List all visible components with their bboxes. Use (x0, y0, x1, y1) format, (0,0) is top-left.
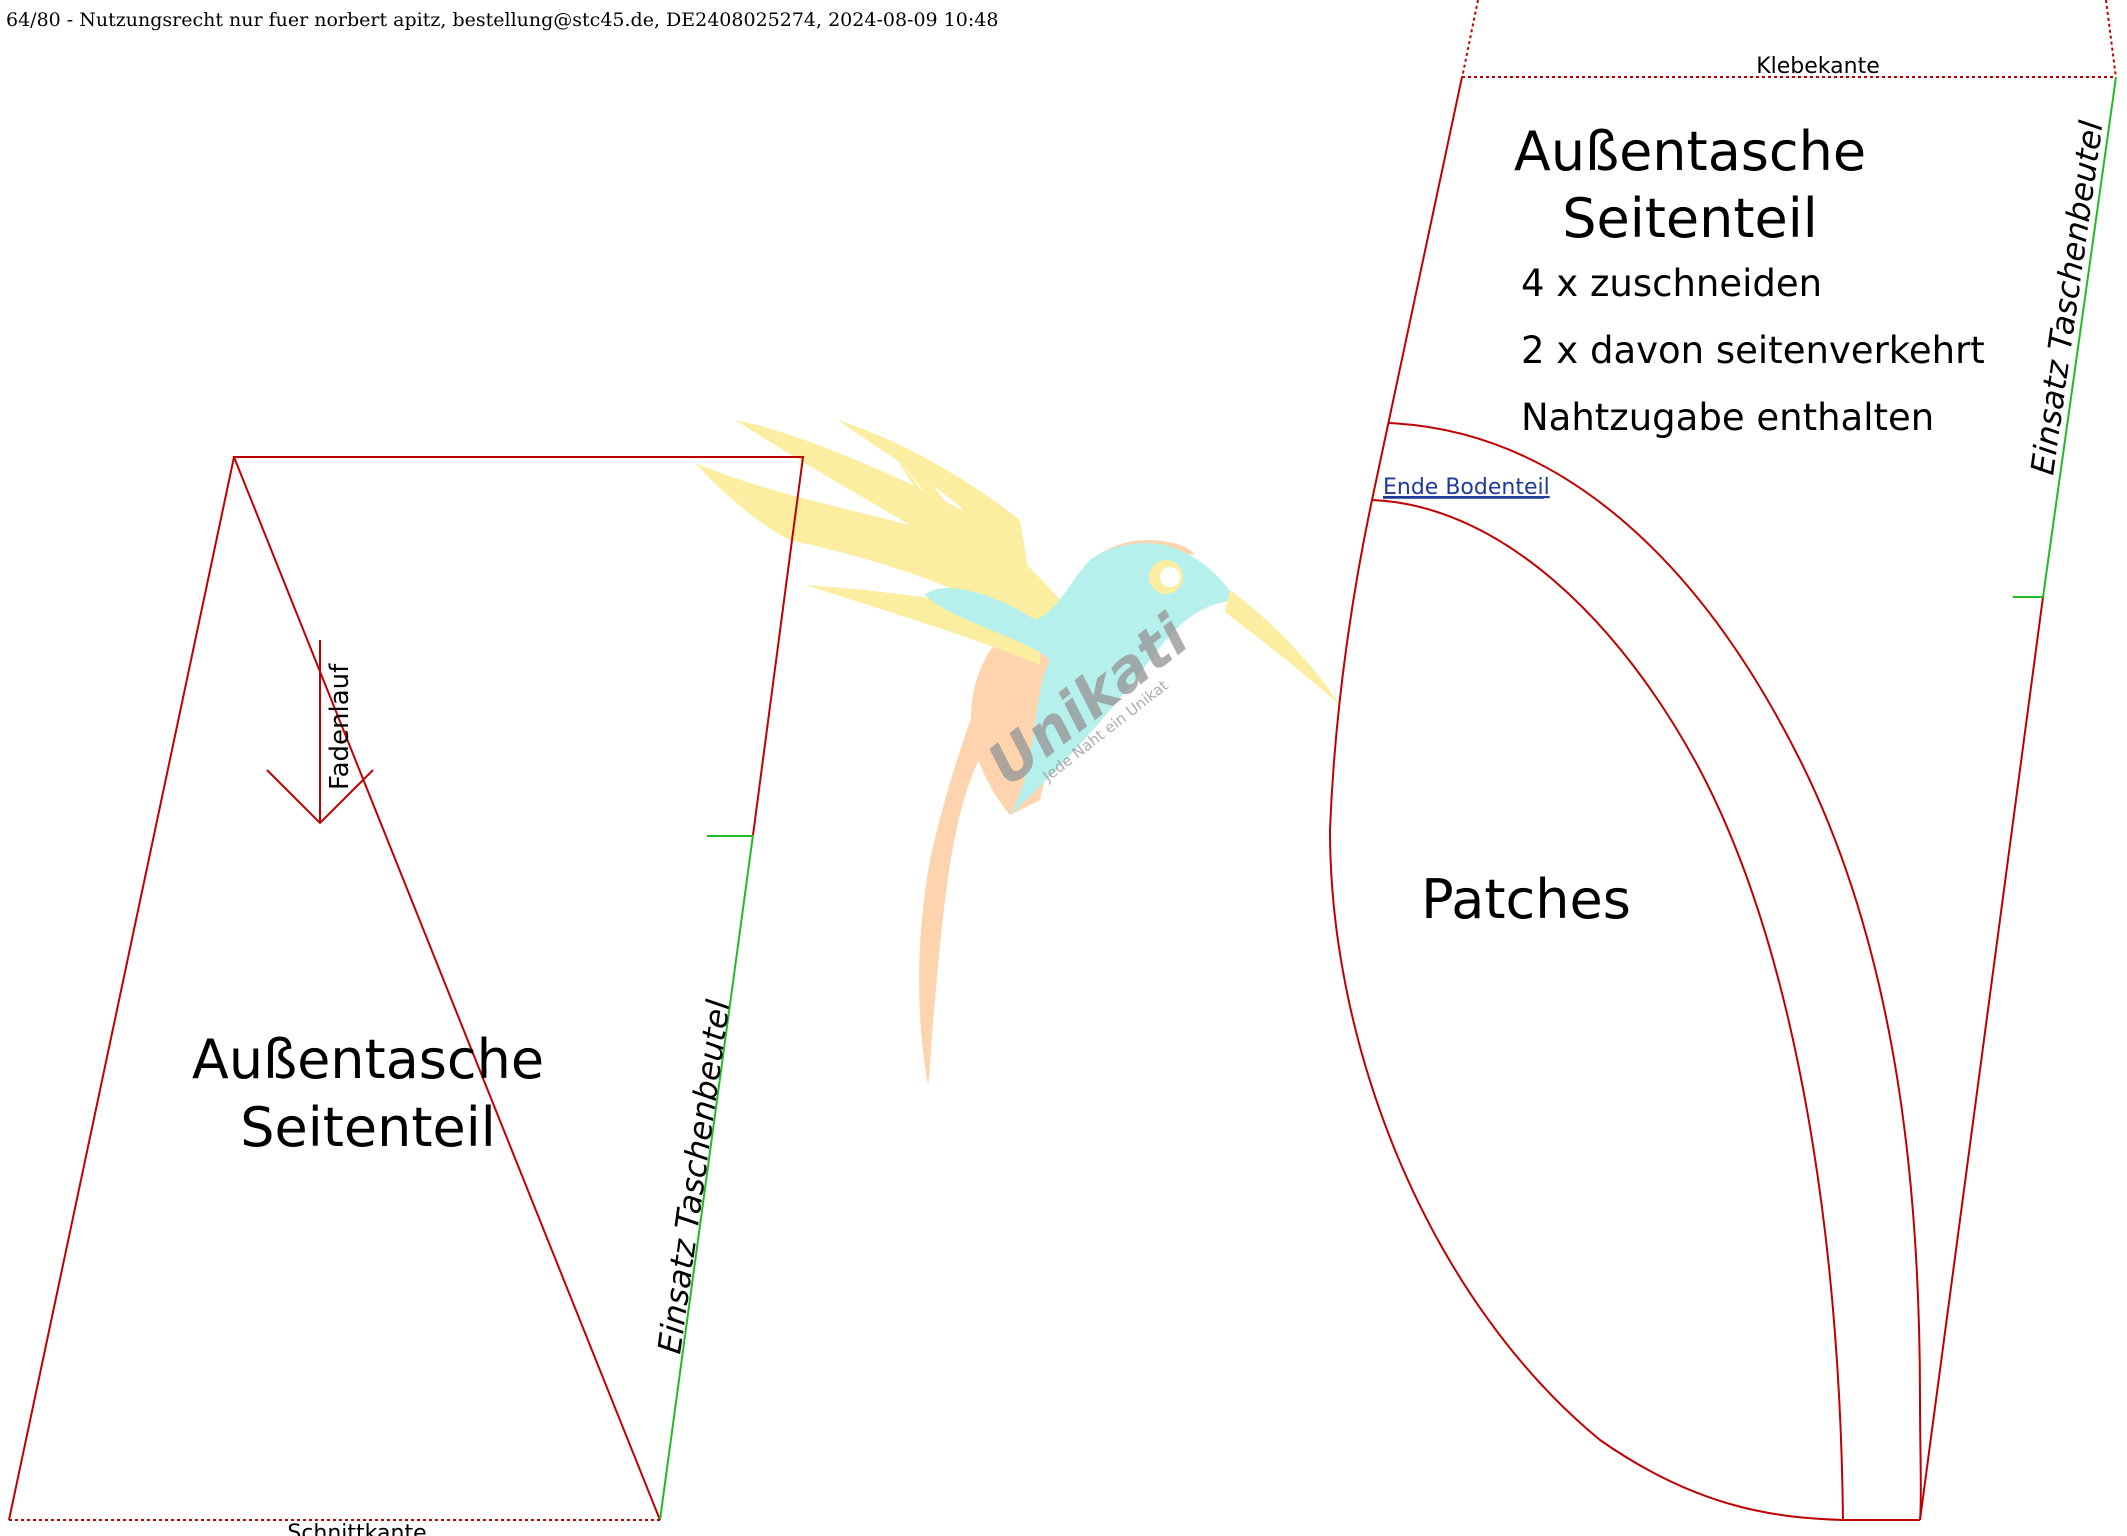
right-title-line2: Seitenteil (1562, 187, 1818, 250)
right-pattern-piece: Klebekante Außentasche Seitenteil 4 x zu… (1328, 0, 2117, 1521)
bird-beak (1225, 590, 1340, 705)
left-piece-outline (232, 456, 805, 1521)
instruction-cut-count: 4 x zuschneiden (1521, 262, 1822, 305)
arrow-down-icon (266, 640, 374, 825)
left-piece-insert-edge (659, 834, 754, 1521)
instruction-mirrored: 2 x davon seitenverkehrt (1521, 329, 1985, 372)
left-bottom-label: Schnittkante (287, 1521, 426, 1536)
bird-body (925, 543, 1235, 815)
patches-label: Patches (1421, 868, 1631, 931)
left-title-line2: Seitenteil (240, 1096, 496, 1159)
right-title-line1: Außentasche (1514, 120, 1866, 183)
license-line: 64/80 - Nutzungsrecht nur fuer norbert a… (6, 9, 998, 31)
bird-wing-right (898, 459, 1050, 625)
ende-bodenteil-link[interactable]: Ende Bodenteil (1383, 475, 1550, 500)
right-piece-left-edge (1328, 76, 1844, 1521)
right-insert-label: Einsatz Taschenbeutel (2023, 118, 2110, 477)
right-piece-right-edge-red (1919, 596, 2044, 1521)
grain-label: Fadenlauf (325, 663, 355, 790)
top-label: Klebekante (1756, 54, 1880, 79)
klebekante-tab-left (1461, 0, 1479, 79)
bird-wing-left (695, 420, 1040, 640)
bird-wing-right-2 (942, 480, 1060, 620)
klebekante-tab-right (2105, 0, 2117, 79)
left-pattern-piece: Fadenlauf Außentasche Seitenteil Einsatz… (8, 456, 805, 1536)
patch-outer-curve (1387, 422, 1922, 1521)
bird-tail (919, 680, 1015, 1085)
hummingbird-logo-icon: Unikati Jede Naht ein Unikat (695, 420, 1340, 1085)
left-title-line1: Außentasche (192, 1028, 544, 1091)
left-insert-label: Einsatz Taschenbeutel (650, 997, 737, 1356)
instruction-seam-allowance: Nahtzugabe enthalten (1521, 396, 1934, 439)
left-piece-left-edge (8, 456, 235, 1521)
right-piece-insert-edge (2042, 76, 2117, 598)
patch-inner-curve (1371, 499, 1844, 1521)
bird-eye-inner (1160, 567, 1180, 587)
